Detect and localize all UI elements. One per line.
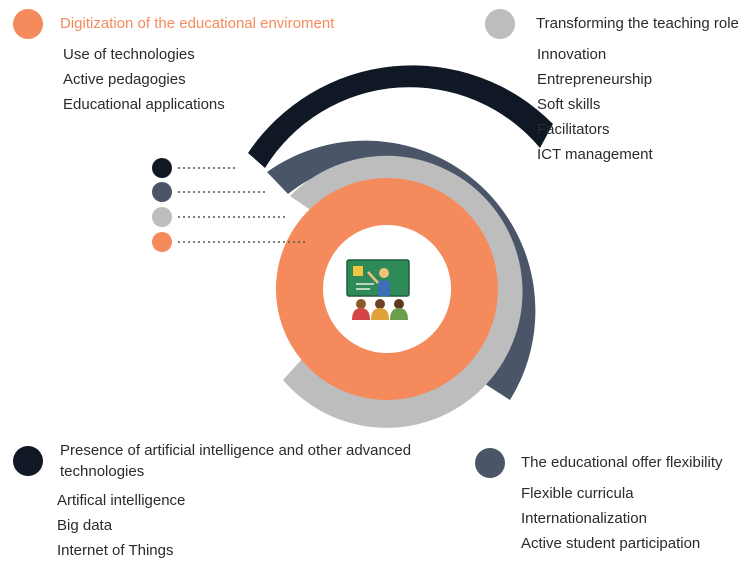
ring-ai-technologies (248, 65, 553, 168)
teacher-classroom-icon (346, 259, 410, 320)
ring-educational-offer-flexibility (267, 140, 536, 400)
list-item: Facilitators (537, 121, 610, 138)
legend-dot-slate (152, 182, 172, 202)
ring-digitization (275, 178, 498, 400)
section-items-digitization: Use of technologies Active pedagogies Ed… (63, 42, 225, 117)
section-items-ai-technologies: Artifical intelligence Big data Internet… (57, 488, 185, 563)
list-item: Big data (57, 517, 113, 534)
section-title-digitization: Digitization of the educational envirome… (60, 15, 335, 32)
list-item: ICT management (537, 146, 653, 163)
section-dot-slate (475, 448, 505, 478)
section-title-ai-line2: technologies (60, 463, 145, 480)
section-dot-navy (13, 446, 43, 476)
list-item: Soft skills (537, 96, 601, 113)
list-item: Internet of Things (57, 542, 174, 559)
list-item: Educational applications (63, 96, 225, 113)
section-dot-gray (485, 9, 515, 39)
section-title-offer-flexibility: The educational offer flexibility (521, 454, 723, 471)
legend-dot-navy (152, 158, 172, 178)
section-dot-orange (13, 9, 43, 39)
list-item: Entrepreneurship (537, 71, 653, 88)
list-item: Active student participation (521, 535, 701, 552)
list-item: Innovation (537, 46, 607, 63)
legend-dot-gray (152, 207, 172, 227)
list-item: Flexible curricula (521, 485, 634, 502)
list-item: Active pedagogies (63, 71, 186, 88)
legend-dot-orange (152, 232, 172, 252)
list-item: Use of technologies (63, 46, 195, 63)
section-items-teaching-role: Innovation Entrepreneurship Soft skills … (537, 42, 653, 167)
section-items-offer-flexibility: Flexible curricula Internationalization … (521, 481, 700, 556)
section-title-teaching-role: Transforming the teaching role (536, 15, 739, 32)
list-item: Internationalization (521, 510, 647, 527)
list-item: Artifical intelligence (57, 492, 186, 509)
section-title-ai-line1: Presence of artificial intelligence and … (60, 442, 412, 459)
